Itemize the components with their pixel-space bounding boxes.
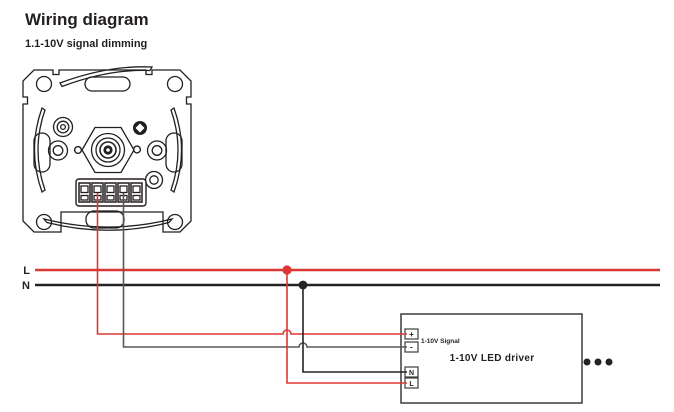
claw-slot-bottom [42,217,174,231]
neutral-branch-wire [302,286,407,373]
neutral-junction-dot [298,280,308,290]
screw-hole-top-left [35,75,53,93]
signal-terminals-label: 1-10V Signal [421,338,460,345]
knob-ring-mid [95,137,121,163]
driver-terminal-n-label: N [409,370,414,377]
trimmer-upper-left-mid [56,120,70,134]
mains-lines: L N [22,265,660,292]
knob-shaft-center-dot [106,148,110,152]
live-branch-wire [286,271,407,384]
terminal-1 [78,182,91,203]
led-driver: + - N L 1-10V Signal 1-10V LED driver [400,313,613,404]
screw-hole-bottom-right [166,213,184,231]
driver-terminal-minus-label: - [410,343,413,352]
contact-left-outer [47,140,69,161]
page-title: Wiring diagram [25,10,149,29]
live-line-label: L [23,265,30,277]
signal-positive-wire [96,193,407,335]
connection-wires [96,193,407,384]
pin-right [132,145,142,154]
screw-hole-bottom-left [35,213,53,231]
contact-right-inner [151,145,163,156]
tab-top [84,76,131,92]
trimmer-upper-left-outer [52,116,74,138]
contact-right-outer [146,140,168,161]
terminal-block [75,178,147,207]
live-junction-dot [282,265,292,275]
contact-lower-right-inner [149,175,159,185]
screw-cross-glyph [135,123,145,133]
ellipsis-dots-icon [583,358,613,366]
terminal-3 [104,182,117,203]
driver-terminal-l-label: L [409,381,414,388]
tab-left [33,132,51,173]
contact-left-inner [52,145,64,156]
claw-slot-top [59,66,154,88]
knob-ring-inner [99,141,117,159]
driver-name-label: 1-10V LED driver [450,353,535,364]
tab-bottom [85,210,125,229]
screw-hole-top-right [166,75,184,93]
driver-outline [400,313,583,404]
driver-terminal-plus-label: + [409,330,414,339]
terminal-5 [130,182,143,203]
knob-ring-outer [90,132,126,168]
rotary-dimmer-device [22,66,192,233]
page-subtitle: 1.1-10V signal dimming [25,38,147,50]
trimmer-upper-left-inner [59,123,67,131]
neutral-line-label: N [22,280,30,292]
pin-left [73,145,83,155]
